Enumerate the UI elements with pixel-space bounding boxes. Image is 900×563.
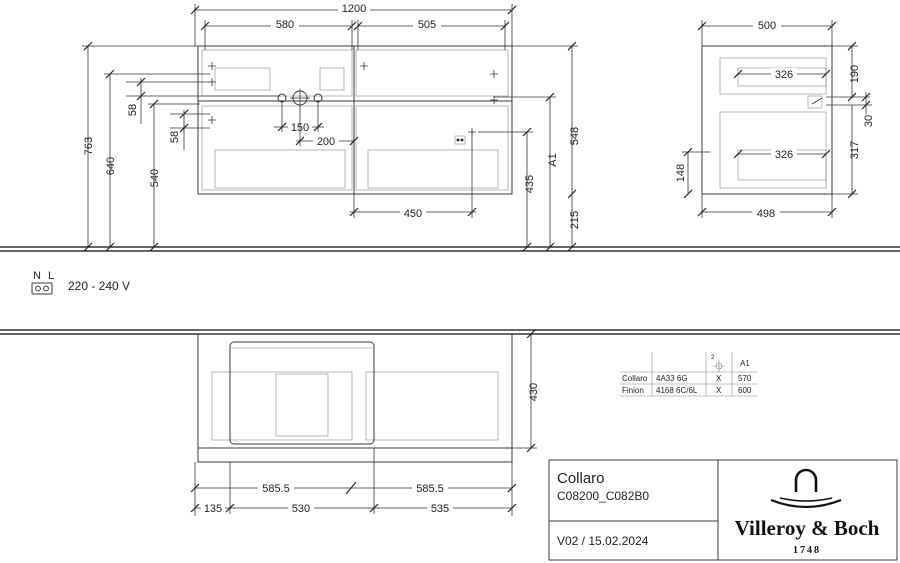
brand-year: 1748 — [793, 545, 821, 556]
dim-430: 430 — [512, 329, 540, 453]
dim-763-label: 763 — [83, 137, 95, 155]
dim-58b-label: 58 — [169, 131, 181, 143]
dim-200: 200 — [295, 106, 359, 148]
front-view-cabinet — [197, 45, 513, 195]
table-row-mark: X — [716, 374, 722, 383]
dim-135-530-535: 135 530 535 — [190, 448, 517, 515]
dim-58a-label: 58 — [127, 104, 139, 116]
dim-500: 500 — [697, 18, 837, 46]
dim-640-label: 640 — [105, 157, 117, 175]
brand-name: Villeroy & Boch — [735, 516, 880, 540]
dim-190-label: 190 — [849, 65, 861, 83]
dim-535-label: 535 — [431, 503, 449, 515]
title-block: Collaro C08200_C082B0 V02 / 15.02.2024 V… — [548, 459, 898, 561]
table-row-code: 4A33 6G — [656, 374, 688, 383]
dim-200-label: 200 — [317, 136, 335, 148]
socket-icon — [35, 285, 41, 292]
table-header-a1: A1 — [740, 359, 750, 368]
top-view-cabinet — [197, 333, 513, 463]
dim-326-top: 326 — [733, 68, 831, 81]
dim-a1-label: A1 — [547, 153, 559, 166]
table-row-mark: X — [716, 386, 722, 395]
dim-500-label: 500 — [758, 20, 776, 32]
dim-326-bottom-label: 326 — [775, 149, 793, 161]
dim-215-label: 215 — [569, 211, 581, 229]
table-row-name: Finion — [622, 386, 644, 395]
dim-498: 498 — [697, 194, 837, 220]
dim-640: 640 — [104, 69, 210, 252]
dim-450: 450 — [349, 132, 477, 220]
table-row-code: 4168 6C/6L — [656, 386, 698, 395]
dim-1200-label: 1200 — [342, 3, 366, 15]
table-row-name: Collaro — [622, 374, 648, 383]
dim-540: 540 — [148, 99, 200, 252]
dim-505-label: 505 — [418, 19, 436, 31]
dim-215: 215 — [567, 194, 581, 252]
siphon-symbol — [277, 89, 323, 107]
dim-450-label: 450 — [404, 208, 422, 220]
neutral-label: N — [33, 270, 41, 282]
dim-498-label: 498 — [757, 208, 775, 220]
voltage-label: 220 - 240 V — [68, 279, 130, 293]
dim-763: 763 — [82, 41, 198, 252]
dim-435-label: 435 — [524, 175, 536, 193]
dim-326-bottom: 326 — [733, 148, 831, 161]
dim-326-top-label: 326 — [775, 69, 793, 81]
product-name: Collaro — [557, 470, 605, 487]
dim-a1: A1 — [494, 92, 559, 252]
dim-548-label: 548 — [569, 127, 581, 145]
electrical-socket: N L 220 - 240 V — [31, 270, 130, 295]
mounting-point-markers — [208, 62, 498, 136]
dim-148: 148 — [675, 147, 710, 199]
dim-drawer-widths: 580 505 — [200, 18, 510, 50]
table-row-a1: 570 — [738, 374, 752, 383]
dim-540-label: 540 — [149, 169, 161, 187]
dim-148-label: 148 — [675, 164, 687, 182]
wall-line-top-view — [0, 329, 900, 335]
side-view-cabinet — [701, 45, 833, 195]
product-codes: C08200_C082B0 — [557, 489, 649, 503]
dim-30-label: 30 — [863, 115, 875, 127]
version-date: V02 / 15.02.2024 — [557, 534, 649, 548]
dim-585-5: 585.5 585.5 — [190, 462, 517, 516]
dim-530-label: 530 — [292, 503, 310, 515]
floor-line-front — [0, 246, 900, 252]
brand-logo-icon — [770, 468, 842, 509]
faucet-hole-icon — [713, 360, 725, 372]
live-label: L — [48, 270, 54, 282]
dim-190: 190 — [826, 41, 870, 102]
dim-580-label: 580 — [276, 19, 294, 31]
dim-585-left-label: 585.5 — [262, 483, 290, 495]
dim-435: 435 — [478, 127, 536, 252]
table-row-a1: 600 — [738, 386, 752, 395]
dim-430-label: 430 — [528, 383, 540, 401]
dim-1200: 1200 — [190, 2, 517, 46]
dim-585-right-label: 585.5 — [416, 483, 444, 495]
table-header-number: 2 — [711, 355, 715, 361]
dim-548: 548 — [512, 41, 581, 199]
dim-58-upper: 58 — [126, 77, 280, 124]
variant-table: A1 2 Collaro 4A33 6G X 570 Finion 4168 6… — [620, 352, 758, 397]
dim-58-lower: 58 — [169, 109, 210, 150]
dim-135-label: 135 — [204, 503, 222, 515]
dim-317: 317 — [832, 105, 861, 199]
dim-317-label: 317 — [849, 141, 861, 159]
dim-30: 30 — [826, 92, 875, 127]
